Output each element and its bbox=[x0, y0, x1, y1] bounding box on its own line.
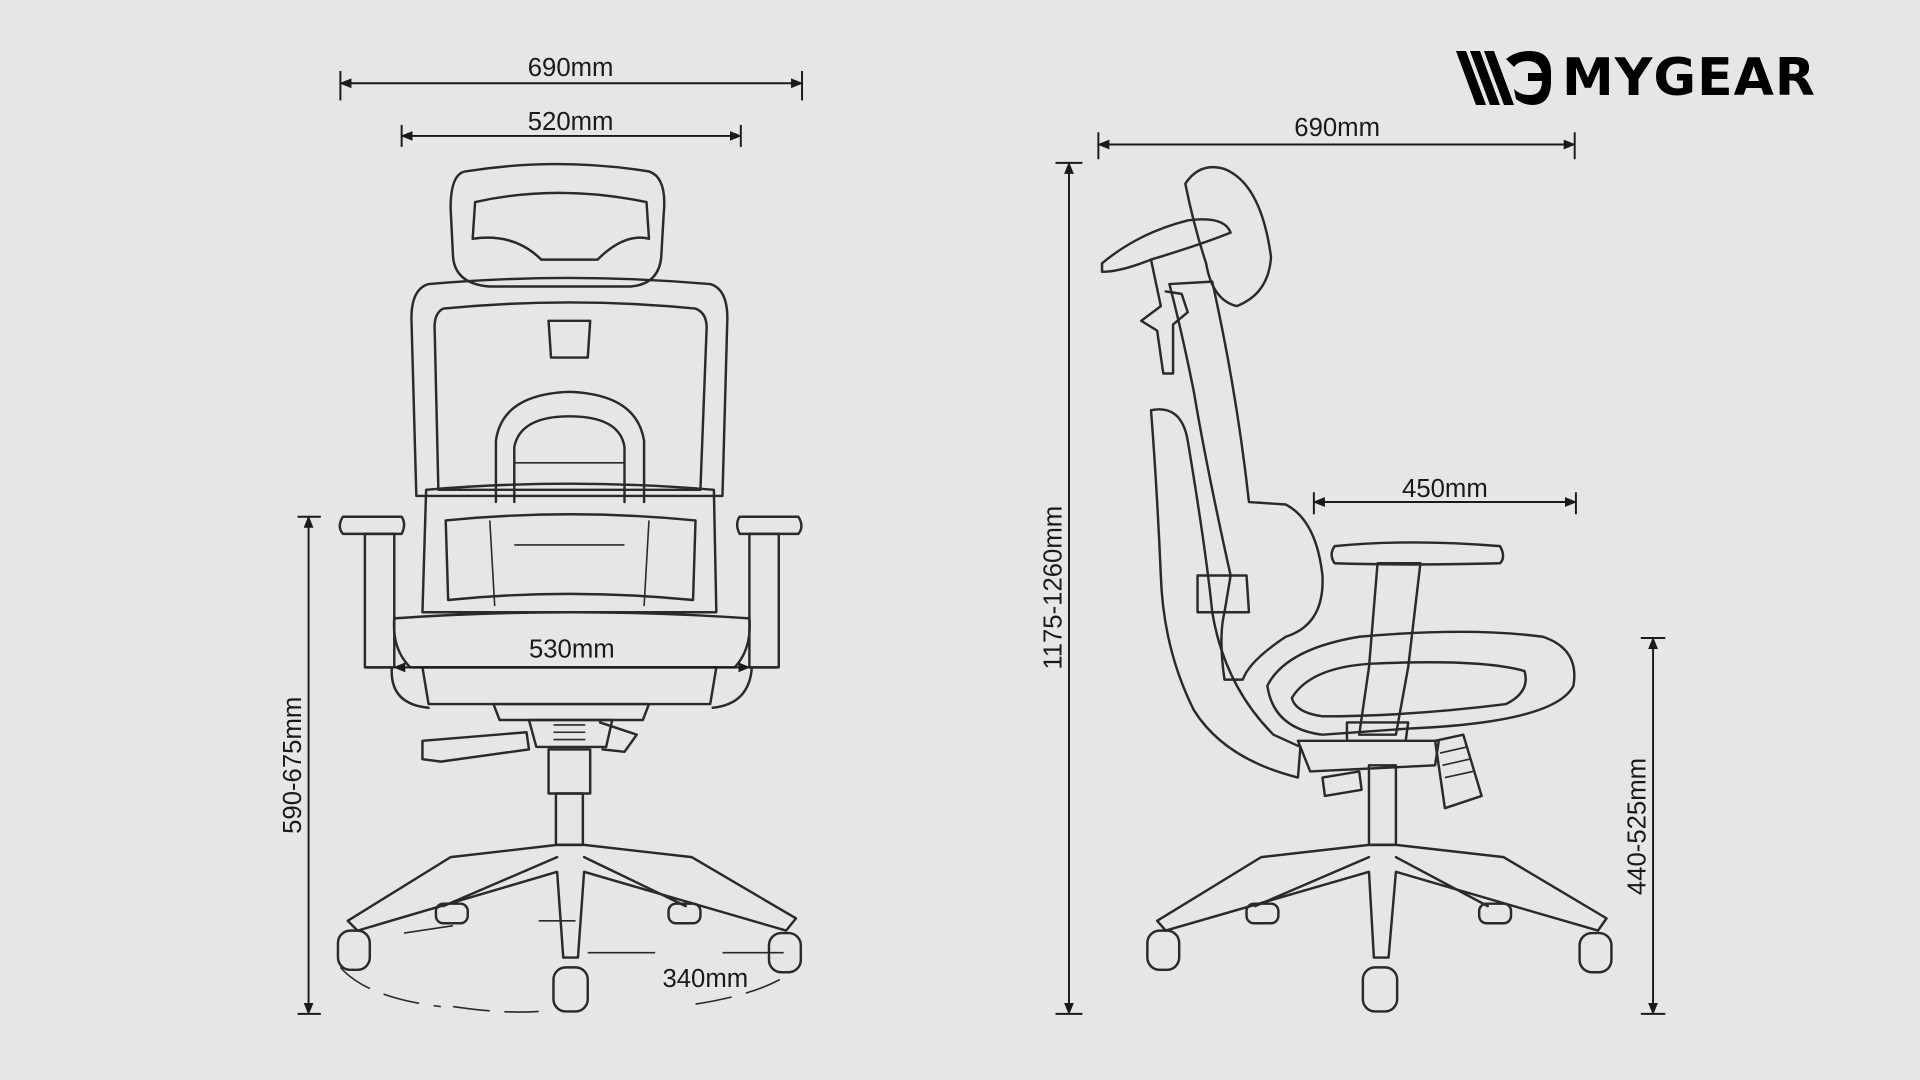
side-casters bbox=[1146, 902, 1613, 1013]
side-view-chair bbox=[1100, 165, 1613, 1013]
overall-width-label: 690mm bbox=[528, 54, 614, 82]
front-view-chair bbox=[336, 162, 803, 1013]
seat-depth-label: 450mm bbox=[1402, 475, 1488, 503]
side-dimensions: 690mm 1175-1260mm 450mm 440-525mm bbox=[1040, 114, 1666, 1016]
total-height-label: 1175-1260mm bbox=[1040, 506, 1068, 670]
overall-depth-label: 690mm bbox=[1294, 114, 1380, 142]
seat-height-label: 440-525mm bbox=[1624, 758, 1652, 895]
wg-stripes-logo-icon bbox=[1456, 51, 1551, 105]
seat-width-label: 530mm bbox=[529, 636, 615, 664]
brand-name: MYGEAR bbox=[1562, 48, 1816, 108]
front-casters bbox=[336, 902, 803, 1013]
front-dimensions: 690mm 520mm 530mm 590-675mm 340mm bbox=[279, 54, 804, 1016]
armrest-height-label: 590-675mm bbox=[279, 697, 307, 834]
back-width-label: 520mm bbox=[528, 108, 614, 136]
base-radius-label: 340mm bbox=[662, 965, 748, 993]
brand-logo: MYGEAR bbox=[1456, 48, 1816, 108]
